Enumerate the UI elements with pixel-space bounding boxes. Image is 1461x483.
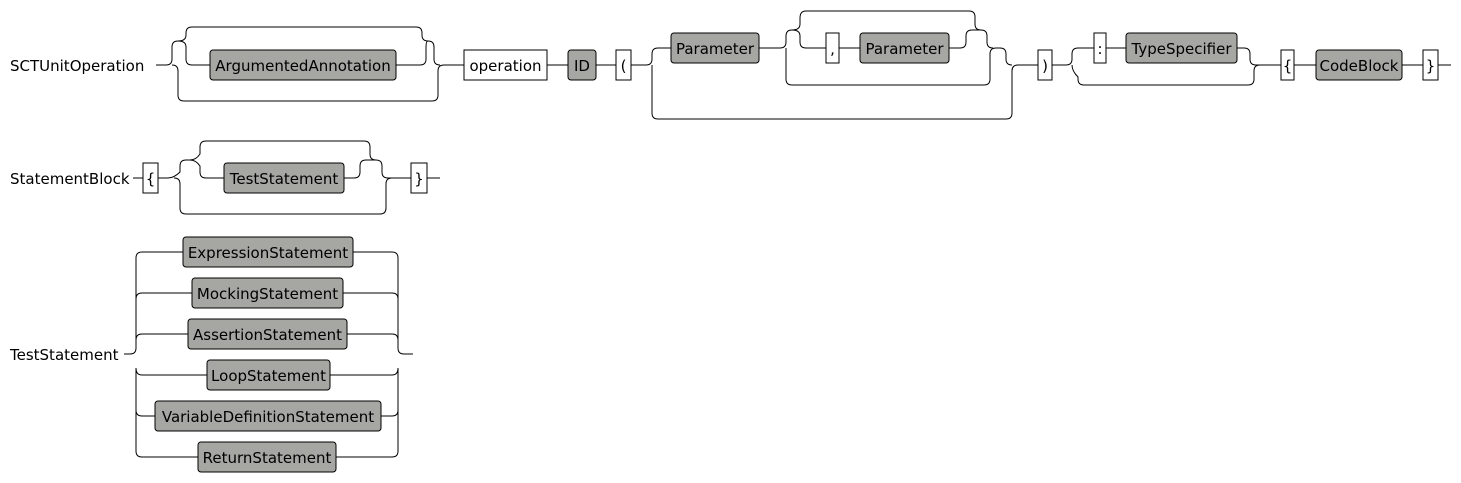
code-block-box[interactable] bbox=[1315, 49, 1403, 81]
wire bbox=[156, 10, 1451, 120]
rule-sctunitoperation: SCTUnitOperation ArgumentedAnnotation op… bbox=[10, 10, 1451, 120]
wire bbox=[133, 140, 440, 215]
alt-label: LoopStatement bbox=[211, 367, 326, 385]
colon-label: : bbox=[1097, 40, 1102, 58]
colon-box[interactable] bbox=[1093, 32, 1107, 64]
type-specifier-box[interactable] bbox=[1125, 32, 1238, 64]
alt-label: ExpressionStatement bbox=[188, 244, 348, 262]
parameter-label: Parameter bbox=[676, 40, 755, 58]
lparen-box[interactable] bbox=[615, 49, 632, 81]
test-statement-box[interactable] bbox=[223, 162, 345, 194]
parameter-box[interactable] bbox=[670, 32, 760, 64]
rule-name: SCTUnitOperation bbox=[10, 57, 144, 75]
alt-label: MockingStatement bbox=[197, 285, 338, 303]
arg-annotation-label: ArgumentedAnnotation bbox=[215, 57, 390, 75]
lbrace-label: { bbox=[1283, 57, 1293, 75]
operation-keyword-label: operation bbox=[469, 57, 541, 75]
rbrace-label: } bbox=[414, 170, 424, 188]
lparen-label: ( bbox=[621, 57, 627, 75]
comma-label: , bbox=[830, 40, 835, 58]
comma-box[interactable] bbox=[825, 32, 840, 64]
alt-box[interactable] bbox=[206, 359, 331, 391]
rparen-box[interactable] bbox=[1037, 49, 1053, 81]
code-block-label: CodeBlock bbox=[1320, 57, 1399, 75]
id-box[interactable] bbox=[567, 49, 597, 81]
alt-label: AssertionStatement bbox=[193, 326, 342, 344]
alt-label: ReturnStatement bbox=[203, 449, 332, 467]
parameter-repeat-box[interactable] bbox=[859, 32, 950, 64]
rbrace-box[interactable] bbox=[410, 162, 428, 194]
lbrace-label: { bbox=[146, 170, 156, 188]
alt-box[interactable] bbox=[191, 277, 344, 309]
rule-teststatement: TestStatement ExpressionStatement Mockin… bbox=[9, 236, 413, 473]
test-statement-label: TestStatement bbox=[229, 170, 339, 188]
id-label: ID bbox=[574, 57, 590, 75]
lbrace-box[interactable] bbox=[1280, 49, 1295, 81]
rule-statementblock: StatementBlock { TestStatement } bbox=[10, 140, 440, 215]
alt-box[interactable] bbox=[187, 318, 348, 350]
rule-name: TestStatement bbox=[9, 346, 119, 364]
alt-label: VariableDefinitionStatement bbox=[162, 408, 374, 426]
rule-name: StatementBlock bbox=[10, 170, 130, 188]
alt-box[interactable] bbox=[154, 400, 382, 432]
alt-box[interactable] bbox=[197, 441, 337, 473]
rbrace-label: } bbox=[1426, 57, 1436, 75]
operation-keyword-box[interactable] bbox=[463, 49, 548, 81]
rparen-label: ) bbox=[1042, 57, 1048, 75]
arg-annotation-box[interactable] bbox=[209, 49, 397, 81]
parameter-repeat-label: Parameter bbox=[865, 40, 944, 58]
type-specifier-label: TypeSpecifier bbox=[1131, 40, 1233, 58]
alt-box[interactable] bbox=[182, 236, 354, 268]
wire bbox=[124, 251, 413, 458]
lbrace-box[interactable] bbox=[142, 162, 159, 194]
rbrace-box[interactable] bbox=[1422, 49, 1439, 81]
